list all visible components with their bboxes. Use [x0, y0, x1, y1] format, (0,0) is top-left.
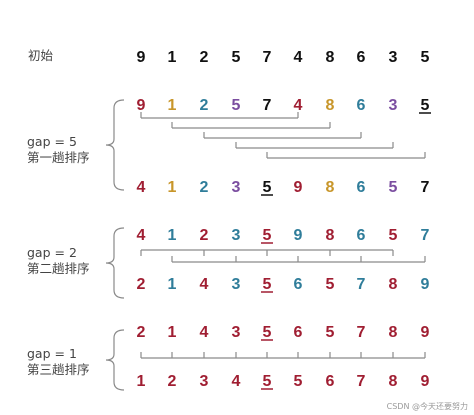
number-r3-c0: 4 — [137, 227, 146, 244]
pass-3-title: 第三趟排序 — [27, 362, 90, 377]
number-r4-c0: 2 — [137, 276, 146, 293]
number-r5-c5: 6 — [294, 324, 303, 341]
number-r1-c3: 5 — [232, 97, 241, 114]
number-r2-c8: 5 — [389, 179, 398, 196]
number-r5-c3: 3 — [232, 324, 241, 341]
number-r0-c2: 2 — [200, 49, 209, 66]
number-r0-c0: 9 — [137, 49, 146, 66]
number-r6-c4: 5 — [263, 373, 272, 390]
watermark: CSDN @今天还要努力 — [386, 402, 468, 411]
number-r5-c2: 4 — [200, 324, 209, 341]
number-r1-c4: 7 — [263, 97, 272, 114]
number-r6-c7: 7 — [357, 373, 366, 390]
number-r3-c3: 3 — [232, 227, 241, 244]
number-r6-c0: 1 — [137, 373, 146, 390]
number-r0-c1: 1 — [168, 49, 177, 66]
number-r5-c7: 7 — [357, 324, 366, 341]
pass-3-brace — [105, 329, 125, 391]
number-r1-c9: 5 — [421, 97, 430, 114]
number-r1-c7: 6 — [357, 97, 366, 114]
number-r3-c6: 8 — [326, 227, 335, 244]
pass-1-gap-label: gap = 5 — [27, 134, 77, 149]
number-r2-c1: 1 — [168, 179, 177, 196]
number-r1-c1: 1 — [168, 97, 177, 114]
number-r4-c1: 1 — [168, 276, 177, 293]
number-r0-c3: 5 — [232, 49, 241, 66]
number-r2-c6: 8 — [326, 179, 335, 196]
number-r5-c9: 9 — [421, 324, 430, 341]
number-r6-c6: 6 — [326, 373, 335, 390]
initial-label: 初始 — [28, 48, 54, 63]
number-r4-c6: 5 — [326, 276, 335, 293]
pass-1-brace — [105, 99, 125, 191]
pass-2-title: 第二趟排序 — [27, 261, 90, 276]
number-r2-c7: 6 — [357, 179, 366, 196]
number-r3-c5: 9 — [294, 227, 303, 244]
number-r4-c3: 3 — [232, 276, 241, 293]
number-r5-c0: 2 — [137, 324, 146, 341]
number-r5-c1: 1 — [168, 324, 177, 341]
number-r5-c4: 5 — [263, 324, 272, 341]
pass-2-brace — [105, 227, 125, 299]
number-r2-c0: 4 — [137, 179, 146, 196]
number-r2-c9: 7 — [421, 179, 430, 196]
number-r3-c2: 2 — [200, 227, 209, 244]
number-r6-c8: 8 — [389, 373, 398, 390]
number-r2-c4: 5 — [263, 179, 272, 196]
number-r6-c2: 3 — [200, 373, 209, 390]
number-r4-c7: 7 — [357, 276, 366, 293]
pass-1-title: 第一趟排序 — [27, 150, 90, 165]
number-r1-c6: 8 — [326, 97, 335, 114]
number-r6-c1: 2 — [168, 373, 177, 390]
pass-2-gap-label: gap = 2 — [27, 245, 77, 260]
number-r1-c0: 9 — [137, 97, 146, 114]
number-r0-c7: 6 — [357, 49, 366, 66]
number-r3-c1: 1 — [168, 227, 177, 244]
number-r4-c4: 5 — [263, 276, 272, 293]
number-r0-c5: 4 — [294, 49, 303, 66]
number-r4-c8: 8 — [389, 276, 398, 293]
number-r0-c9: 5 — [421, 49, 430, 66]
number-r3-c9: 7 — [421, 227, 430, 244]
number-r2-c5: 9 — [294, 179, 303, 196]
number-r1-c5: 4 — [294, 97, 303, 114]
number-r1-c8: 3 — [389, 97, 398, 114]
number-r4-c2: 4 — [200, 276, 209, 293]
number-r6-c3: 4 — [232, 373, 241, 390]
number-r0-c8: 3 — [389, 49, 398, 66]
number-r4-c5: 6 — [294, 276, 303, 293]
pass-3-gap-label: gap = 1 — [27, 346, 77, 361]
number-r4-c9: 9 — [421, 276, 430, 293]
number-r5-c8: 8 — [389, 324, 398, 341]
number-r5-c6: 5 — [326, 324, 335, 341]
number-r3-c4: 5 — [263, 227, 272, 244]
number-r2-c2: 2 — [200, 179, 209, 196]
number-r3-c7: 6 — [357, 227, 366, 244]
number-r1-c2: 2 — [200, 97, 209, 114]
number-r6-c9: 9 — [421, 373, 430, 390]
number-r0-c6: 8 — [326, 49, 335, 66]
number-r0-c4: 7 — [263, 49, 272, 66]
number-r3-c8: 5 — [389, 227, 398, 244]
number-r2-c3: 3 — [232, 179, 241, 196]
number-r6-c5: 5 — [294, 373, 303, 390]
